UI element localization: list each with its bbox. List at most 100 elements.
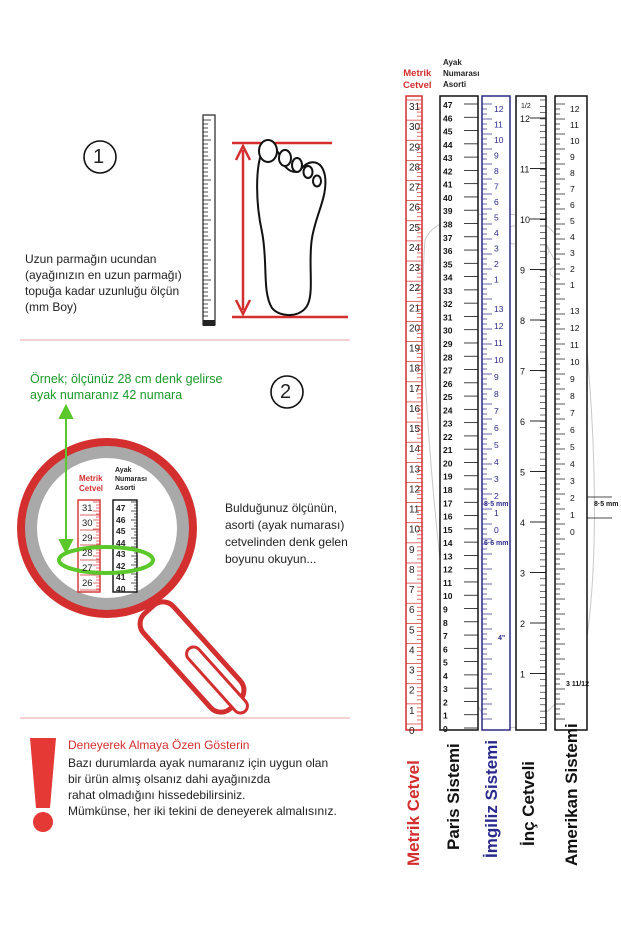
paris-value: 42	[443, 166, 453, 176]
american-value: 13	[570, 306, 580, 316]
paris-value: 38	[443, 219, 453, 229]
metric-value: 19	[409, 344, 421, 355]
foot-measure-lines	[232, 141, 348, 319]
american-value: 11	[570, 120, 579, 130]
paris-value: 27	[443, 366, 453, 376]
paris-value: 5	[443, 658, 448, 668]
american-value: 5	[570, 216, 575, 226]
inch-value: 11	[520, 165, 529, 175]
paris-value: 36	[443, 246, 453, 256]
paris-value: 26	[443, 379, 453, 389]
paris-value: 22	[443, 432, 453, 442]
lens-metric-value: 29	[82, 533, 93, 544]
metric-value: 31	[409, 102, 421, 113]
american-value: 10	[570, 136, 580, 146]
lens-metric-value: 27	[82, 563, 93, 574]
american-value: 10	[570, 357, 580, 367]
example-line: ayak numaranız 42 numara	[30, 388, 183, 402]
english-value: 9	[494, 151, 499, 161]
english-value: 10	[494, 355, 504, 365]
metric-value: 17	[409, 384, 421, 395]
metric-value: 11	[409, 505, 420, 516]
paris-value: 18	[443, 485, 453, 495]
lens-size-header-line: Asorti	[115, 485, 136, 492]
metric-value: 16	[409, 404, 421, 415]
paris-value: 17	[443, 498, 453, 508]
metric-value: 20	[409, 323, 421, 334]
american-value: 2	[570, 493, 575, 503]
metric-value: 14	[409, 444, 421, 455]
paris-value: 20	[443, 458, 453, 468]
metric-value: 25	[409, 223, 421, 234]
warning-line: rahat olmadığını hissedebilirsiniz.	[68, 788, 246, 802]
read-line: asorti (ayak numarası)	[225, 518, 345, 532]
english-note: 4"	[498, 635, 505, 642]
american-value: 6	[570, 425, 575, 435]
paris-value: 16	[443, 512, 453, 522]
english-note: 8·5 mm	[484, 501, 509, 508]
english-value: 6	[494, 423, 499, 433]
step1-instructions: Uzun parmağın ucundan (ayağınızın en uzu…	[25, 251, 215, 315]
paris-value: 28	[443, 352, 453, 362]
metric-value: 10	[409, 525, 421, 536]
warning-line: Bazı durumlarda ayak numaranız için uygu…	[68, 756, 329, 770]
english-value: 5	[494, 213, 499, 223]
english-value: 11	[494, 120, 503, 130]
lens-size-value: 42	[116, 560, 126, 571]
inch-value: 12	[520, 114, 530, 124]
english-value: 3	[494, 244, 499, 254]
paris-value: 25	[443, 392, 453, 402]
paris-ruler	[439, 95, 479, 731]
lens-metric-value: 30	[82, 518, 93, 529]
paris-value: 23	[443, 419, 453, 429]
paris-value: 43	[443, 153, 453, 163]
metric-value: 30	[409, 122, 421, 133]
metric-value: 18	[409, 364, 421, 375]
lens-size-header: Ayak Numarası Asorti	[115, 466, 147, 493]
inch-value: 9	[520, 266, 525, 276]
paris-value: 7	[443, 631, 448, 641]
paris-value: 34	[443, 273, 453, 283]
paris-value: 40	[443, 193, 453, 203]
english-value: 2	[494, 491, 499, 501]
example-text: Örnek; ölçünüz 28 cm denk gelirse ayak n…	[30, 371, 290, 403]
english-value: 2	[494, 259, 499, 269]
paris-value: 46	[443, 113, 453, 123]
metric-value: 9	[409, 545, 415, 556]
ruler-metric-header-line: Cetvel	[403, 80, 432, 91]
step2-number: 2	[280, 381, 292, 403]
step1-line: Uzun parmağın ucundan	[25, 252, 157, 266]
ruler-metric-header: Metrik Cetvel	[403, 68, 432, 92]
inch-value: 10	[520, 215, 530, 225]
metric-value: 6	[409, 605, 415, 616]
english-value: 12	[494, 104, 504, 114]
metric-value: 28	[409, 162, 421, 173]
paris-value: 32	[443, 299, 453, 309]
step1-ruler	[202, 114, 216, 326]
metric-value: 8	[409, 565, 415, 576]
lens-size-value: 43	[116, 549, 126, 559]
warning-icon	[30, 738, 56, 832]
warning-body: Bazı durumlarda ayak numaranız için uygu…	[68, 755, 368, 819]
paris-value: 21	[443, 445, 453, 455]
inch-value: 4	[520, 518, 525, 528]
read-instructions: Bulduğunuz ölçünün, asorti (ayak numaras…	[225, 500, 365, 568]
step1-line: (mm Boy)	[25, 300, 77, 314]
american-value: 5	[570, 442, 575, 452]
metric-value: 12	[409, 484, 421, 495]
english-value: 8	[494, 166, 499, 176]
american-value: 7	[570, 408, 575, 418]
label-american: Amerikan Sistemi	[562, 723, 581, 866]
inch-value: 1/2	[521, 103, 531, 110]
lens-metric-header-line: Metrik	[79, 474, 103, 483]
american-value: 1	[570, 510, 575, 520]
paris-value: 4	[443, 671, 448, 681]
english-value: 13	[494, 304, 504, 314]
lens-size-value: 40	[116, 583, 126, 594]
metric-value: 24	[409, 243, 421, 254]
warning-line: bir ürün almış olsanız dahi ayağınızda	[68, 772, 271, 786]
english-value: 5	[494, 440, 499, 450]
american-value: 4	[570, 232, 575, 242]
ruler-size-header-line: Ayak	[443, 58, 462, 67]
english-value: 3	[494, 474, 499, 484]
